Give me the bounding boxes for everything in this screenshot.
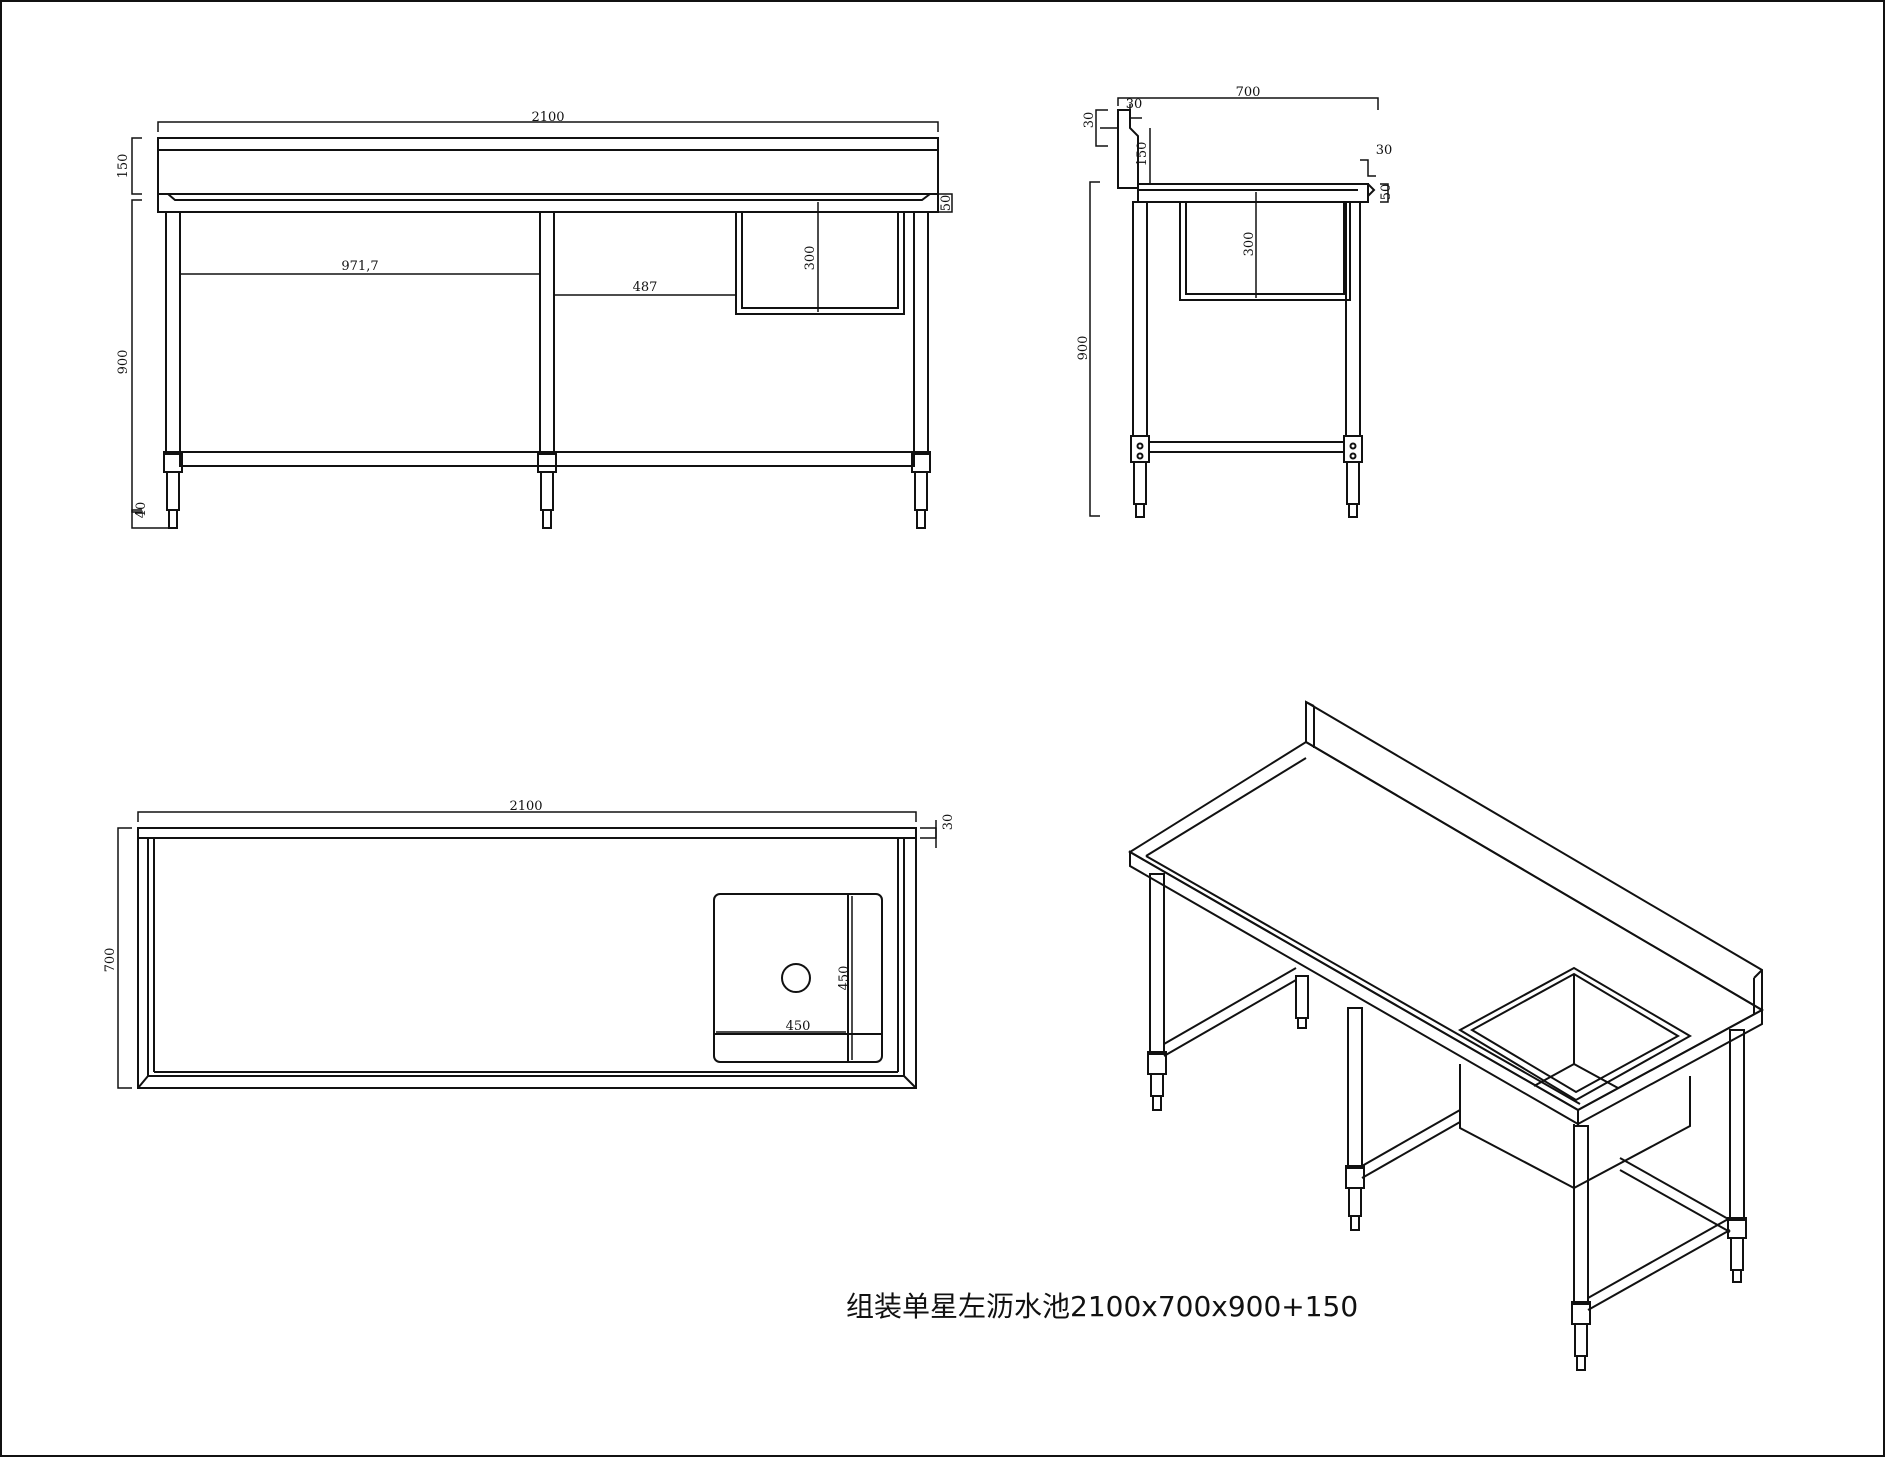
side-leg-right [1345, 201, 1361, 437]
front-backsplash [157, 137, 939, 195]
side-stretcher [1148, 441, 1345, 453]
front-leg-middle [539, 211, 555, 455]
front-view [131, 121, 953, 529]
side-worktop [1137, 183, 1369, 203]
front-leg-left [165, 211, 181, 455]
side-sink-bowl [1179, 201, 1351, 301]
side-front-lip-label: 30 [1376, 143, 1393, 158]
front-leg-height-label: 900 [116, 350, 131, 375]
plan-bowl-length-label: 450 [837, 966, 852, 991]
side-splash-lip-label: 30 [1126, 97, 1143, 112]
iso-leg-front-right [1573, 1125, 1589, 1305]
side-depth-label: 700 [1236, 85, 1261, 100]
iso-worktop [1128, 740, 1765, 1112]
front-leg-right [913, 211, 929, 455]
front-backsplash-height-label: 150 [116, 154, 131, 179]
plan-bowl-width-label: 450 [786, 1019, 811, 1034]
plan-rim-label: 30 [941, 814, 956, 831]
iso-backsplash [1305, 700, 1763, 1012]
iso-leg-back-left [1295, 975, 1309, 1019]
front-worktop [157, 193, 939, 213]
front-foot-height-label: 40 [134, 502, 149, 519]
front-bowl-depth-label: 300 [803, 246, 818, 271]
front-sink-bowl [735, 211, 905, 315]
side-bowl-depth-label: 300 [1242, 232, 1257, 257]
iso-stretcher-left [1163, 967, 1297, 1045]
side-leg-left [1132, 201, 1148, 437]
iso-stretcher-front [1587, 1217, 1731, 1299]
plan-length-label: 2100 [509, 799, 542, 814]
plan-depth-label: 700 [103, 948, 118, 973]
front-top-edge-label: 50 [939, 195, 954, 212]
plan-drain-hole [781, 963, 811, 993]
front-sink-offset-label: 487 [633, 280, 658, 295]
side-leg-height-label: 900 [1076, 336, 1091, 361]
side-splash-top-label: 30 [1082, 112, 1097, 129]
side-view [1089, 97, 1389, 518]
iso-leg-mid-front [1347, 1007, 1363, 1169]
plan-outline [137, 827, 917, 1089]
side-front-edge-label: 50 [1379, 184, 1394, 201]
drawing-title: 组装单星左沥水池2100x700x900+150 [846, 1290, 1358, 1323]
plan-sink-bowl [713, 893, 883, 1063]
side-splash-height-label: 150 [1135, 142, 1150, 167]
plan-view [117, 811, 937, 1089]
iso-leg-front-left [1149, 873, 1165, 1055]
iso-leg-back-right [1729, 1029, 1745, 1221]
front-length-label: 2100 [531, 110, 564, 125]
front-shelf-span-label: 971,7 [341, 259, 378, 274]
front-stretcher [179, 451, 915, 467]
iso-stretcher-right [1619, 1157, 1731, 1221]
iso-sink-opening [1457, 966, 1693, 1102]
isometric-view [1128, 700, 1765, 1371]
